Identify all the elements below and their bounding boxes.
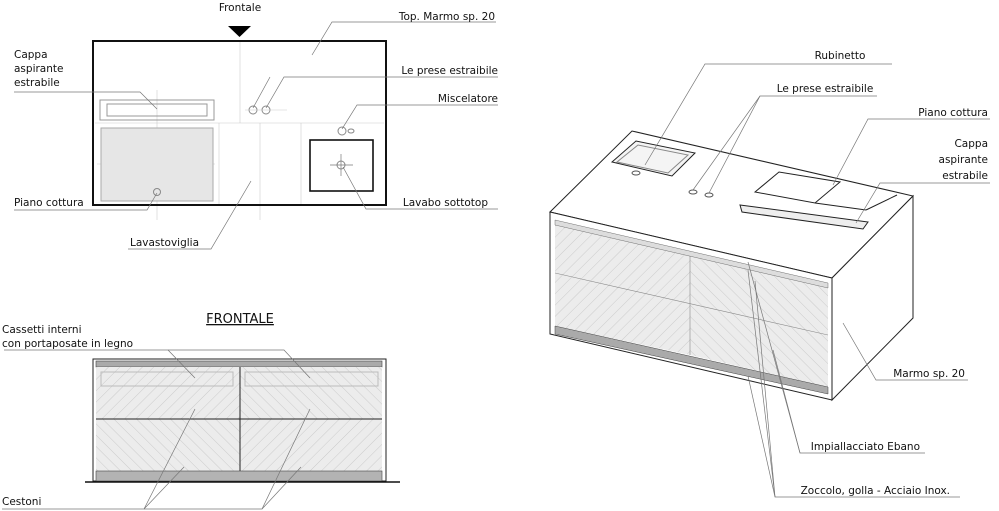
label-lavastoviglie: Lavastoviglia	[130, 237, 199, 249]
label-cassetti: Cassetti interni	[2, 324, 82, 336]
hood-outline	[99, 99, 215, 121]
iso-plinth	[554, 325, 829, 395]
front-title: FRONTALE	[206, 312, 274, 327]
view-direction-arrow-icon	[228, 26, 251, 37]
cooktop	[100, 127, 214, 202]
label-marmo: Marmo sp. 20	[893, 368, 965, 380]
label-iso-prese: Le prese estraibile	[777, 83, 874, 95]
mixer-icon	[337, 126, 347, 136]
label-cappa: aspirante	[14, 63, 63, 75]
label-piano-cottura: Piano cottura	[14, 197, 84, 209]
label-iso-cappa: Cappa	[954, 138, 988, 150]
top-band	[95, 360, 383, 368]
label-cassetti: con portaposate in legno	[2, 338, 133, 350]
label-miscelatore: Miscelatore	[438, 93, 498, 105]
front-elevation: FRONTALE Cassetti interni con portaposat…	[2, 312, 400, 510]
label-cestoni: Cestoni	[2, 496, 41, 508]
label-cappa: estrabile	[14, 77, 60, 89]
label-top-marmo: Top. Marmo sp. 20	[398, 11, 495, 23]
label-iso-cappa: estrabile	[942, 170, 988, 182]
label-prese: Le prese estraibile	[401, 65, 498, 77]
label-iso-piano: Piano cottura	[918, 107, 988, 119]
worktop-outline	[92, 40, 387, 206]
label-iso-cappa: aspirante	[939, 154, 988, 166]
label-impiallacciato: Impiallacciato Ebano	[811, 441, 920, 453]
label-lavabo: Lavabo sottotop	[403, 197, 488, 209]
isometric-view: Rubinetto Le prese estraibile Piano cott…	[549, 50, 990, 498]
plinth	[95, 470, 383, 482]
plan-view: Frontale Top. Marmo sp. 20 Cappa aspiran…	[14, 2, 498, 250]
view-direction-label: Frontale	[219, 2, 261, 14]
label-rubinetto: Rubinetto	[815, 50, 866, 62]
sink	[309, 139, 374, 192]
label-zoccolo: Zoccolo, golla - Acciaio Inox.	[801, 485, 950, 497]
label-cappa: Cappa	[14, 49, 48, 61]
